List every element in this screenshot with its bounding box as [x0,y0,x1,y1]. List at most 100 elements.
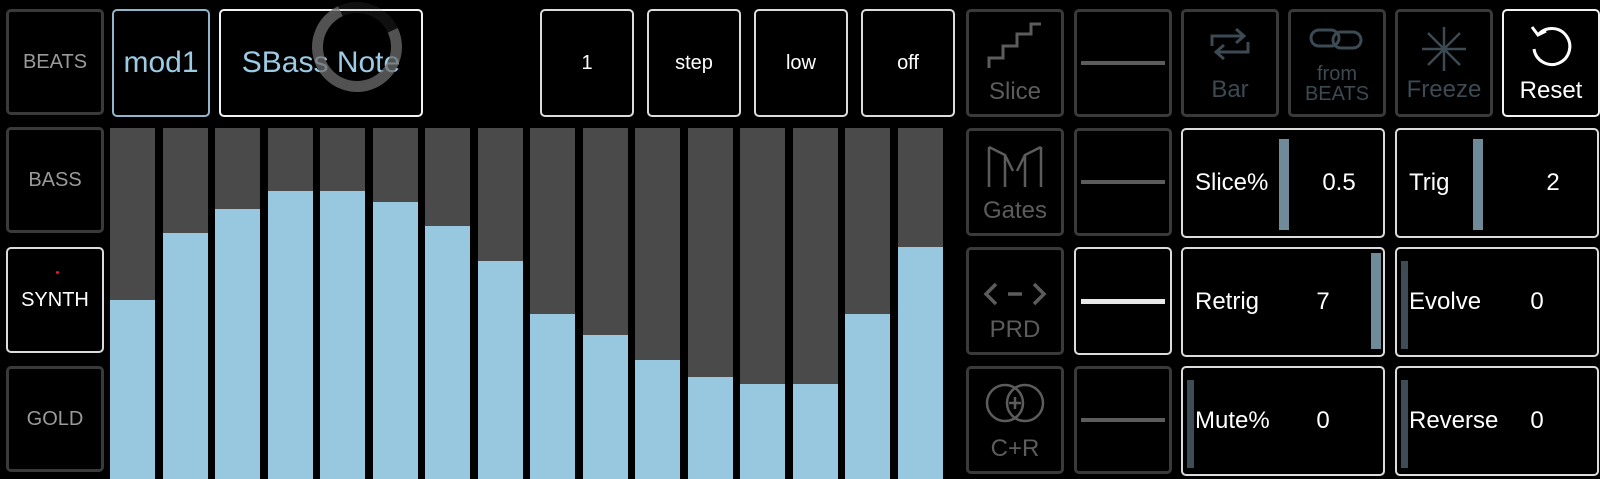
reset-button[interactable]: Reset [1502,9,1600,117]
step-bar-13[interactable] [740,128,785,479]
nav-synth-label: SYNTH [21,288,89,311]
retrig-slider[interactable]: Retrig 7 [1181,247,1385,357]
from-beats-button[interactable]: from BEATS [1288,9,1386,117]
slider-thumb[interactable] [1279,138,1289,230]
repeat-icon [1210,27,1250,61]
line-indicator [1081,418,1165,422]
slider-thumb[interactable] [1473,138,1483,230]
step-bar-14[interactable] [793,128,838,479]
step-bar-fill [373,201,418,479]
line-toggle-2[interactable] [1074,128,1172,236]
step-bar-12[interactable] [688,128,733,479]
step-bar-fill [635,359,680,479]
slider-thumb[interactable] [1401,260,1408,349]
step-bar-9[interactable] [530,128,575,479]
freeze-button[interactable]: Freeze [1395,9,1493,117]
line-indicator [1081,61,1165,65]
slice-percent-slider[interactable]: Slice% 0.5 [1181,128,1385,238]
step-bar-6[interactable] [373,128,418,479]
evolve-slider[interactable]: Evolve 0 [1395,247,1599,357]
step-bar-fill [478,261,523,479]
freeze-label: Freeze [1406,76,1482,103]
slider-track [1401,253,1411,349]
nav-gold-button[interactable]: GOLD [6,366,104,472]
slider-thumb[interactable] [1371,253,1381,349]
stairs-icon [987,22,1041,68]
slider-track [1401,372,1411,468]
param-button-4[interactable]: off [861,9,955,117]
step-bar-fill [530,314,575,479]
slider-track [1371,253,1381,349]
mode-gates-button[interactable]: Gates [966,128,1064,236]
step-bar-fill [898,247,943,479]
slider-name: Slice% [1195,169,1269,196]
step-bar-10[interactable] [583,128,628,479]
step-bar-8[interactable] [478,128,523,479]
line-toggle-4[interactable] [1074,366,1172,474]
step-bar-1[interactable] [110,128,155,479]
param-label-1: 1 [581,51,593,74]
mode-gates-label: Gates [982,197,1048,224]
slider-thumb[interactable] [1401,379,1408,468]
line-toggle-3[interactable] [1074,247,1172,355]
patch-label: SBass Note [241,46,401,79]
slider-value: 7 [1316,288,1330,315]
slider-thumb[interactable] [1187,379,1194,468]
slider-value: 2 [1546,169,1560,196]
param-button-3[interactable]: low [754,9,848,117]
mode-cr-button[interactable]: C+R [966,366,1064,474]
step-bar-5[interactable] [320,128,365,479]
mode-prd-button[interactable]: PRD [966,247,1064,355]
mode-slice-label: Slice [988,78,1042,105]
nav-bass-label: BASS [28,168,82,191]
bar-label: Bar [1211,76,1249,103]
trig-slider[interactable]: Trig 2 [1395,128,1599,238]
arrows-icon [983,282,1047,306]
from-beats-label-line2: BEATS [1304,83,1370,105]
active-indicator-dot [56,271,59,274]
slider-track [1279,134,1289,230]
slider-name: Reverse [1409,407,1499,434]
step-bar-fill [425,226,470,479]
reset-label: Reset [1519,77,1583,104]
nav-gold-label: GOLD [26,407,84,430]
bar-button[interactable]: Bar [1181,9,1279,117]
reverse-slider[interactable]: Reverse 0 [1395,366,1599,476]
nav-beats-button[interactable]: BEATS [6,9,104,115]
step-bar-15[interactable] [845,128,890,479]
step-bar-fill [268,191,313,479]
slider-name: Mute% [1195,407,1270,434]
slider-value: 0 [1530,288,1544,315]
nav-bass-button[interactable]: BASS [6,127,104,233]
overlap-circles-icon [985,383,1045,423]
mode-prd-label: PRD [989,316,1041,343]
mute-percent-slider[interactable]: Mute% 0 [1181,366,1385,476]
step-bar-fill [583,335,628,479]
step-bar-fill [215,208,260,479]
nav-beats-label: BEATS [22,50,88,73]
step-bar-11[interactable] [635,128,680,479]
mod-select-button[interactable]: mod1 [112,9,210,117]
param-button-1[interactable]: 1 [540,9,634,117]
step-bar-4[interactable] [268,128,313,479]
mode-slice-button[interactable]: Slice [966,9,1064,117]
step-bar-7[interactable] [425,128,470,479]
line-toggle-1[interactable] [1074,9,1172,117]
from-beats-label-line1: from [1317,63,1357,85]
slider-name: Trig [1409,169,1450,196]
step-sequencer[interactable] [110,128,943,479]
mod-label: mod1 [123,46,199,79]
step-bar-16[interactable] [898,128,943,479]
snowflake-icon [1422,27,1466,71]
line-indicator [1081,298,1165,304]
slider-name: Retrig [1195,288,1260,315]
slider-value: 0.5 [1322,169,1356,196]
step-bar-3[interactable] [215,128,260,479]
patch-select-button[interactable]: SBass Note [219,9,423,117]
param-label-3: low [785,51,816,74]
param-button-2[interactable]: step [647,9,741,117]
nav-synth-button[interactable]: SYNTH [6,247,104,353]
step-bar-fill [688,377,733,479]
step-bar-2[interactable] [163,128,208,479]
line-indicator [1081,180,1165,184]
